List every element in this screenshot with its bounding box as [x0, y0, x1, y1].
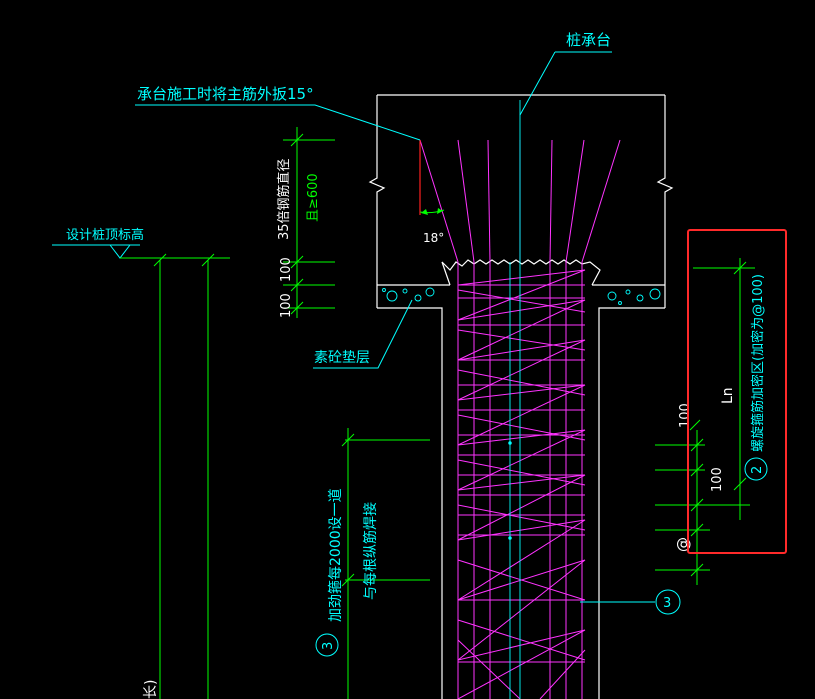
anchorage-dimension [283, 127, 335, 318]
spiral-number: 2 [750, 466, 765, 474]
dim-lower-group: 100 [279, 293, 294, 318]
stiffener-dimension [341, 428, 430, 699]
anchorage-text-2: 且≥600 [306, 173, 321, 222]
stiffener-text-group-2: 与每根纵筋焊接 [362, 502, 379, 600]
stiffener-text-group-1: 加劲箍每2000设一道 [327, 488, 344, 622]
cut-off-group: 长) [143, 680, 159, 699]
leader-lines [135, 51, 655, 603]
spiral-dimension [655, 258, 755, 585]
concrete-cushion-label: 素砼垫层 [314, 350, 370, 366]
dim-100-lower: 100 [279, 293, 294, 318]
rebar-bend-note: 承台施工时将主筋外扳15° [137, 85, 314, 103]
pile-cap-label: 桩承台 [566, 31, 611, 49]
spiral-text: 螺旋箍筋加密区(加密为@100) [750, 274, 766, 452]
cushion-layer-hatch [382, 287, 661, 305]
dim-100-upper: 100 [279, 257, 294, 282]
pile-centerline [508, 100, 521, 699]
stiffener-text-1: 加劲箍每2000设一道 [327, 488, 344, 622]
spiral-text-group: 螺旋箍筋加密区(加密为@100) [750, 274, 766, 452]
pile-top-elevation-label: 设计桩顶标高 [66, 227, 144, 243]
dim-100-right-a: 100 [678, 403, 693, 428]
at-symbol: @ [674, 537, 692, 552]
anchorage-text-group-2: 且≥600 [306, 173, 321, 222]
callout-3-circle [655, 589, 681, 615]
callout-3-text: 3 [663, 596, 671, 611]
cut-off-text: 长) [143, 680, 159, 699]
dim-right-b-group: 100 [710, 467, 725, 492]
spiral-number-circle [744, 457, 768, 481]
stiffener-number: 3 [321, 642, 336, 650]
pile-cap-outline [368, 94, 674, 699]
anchorage-text-1: 35倍钢筋直径 [276, 158, 292, 240]
stiffener-text-2: 与每根纵筋焊接 [362, 502, 379, 600]
dim-upper-group: 100 [279, 257, 294, 282]
stiffener-number-circle [315, 633, 339, 657]
spiral-number-group: 2 [750, 466, 765, 474]
angle-label: 18° [423, 231, 444, 245]
pile-top-elevation [52, 244, 230, 699]
stiffener-number-group: 3 [321, 642, 336, 650]
highlight-box [687, 229, 787, 554]
angle-marker: 18° [419, 140, 444, 245]
anchorage-text-group: 35倍钢筋直径 [276, 158, 292, 240]
ln-group: Ln [720, 387, 736, 404]
ln-label: Ln [720, 387, 736, 404]
dim-right-a-group: 100 [678, 403, 693, 428]
at-symbol-group: @ [674, 537, 692, 552]
pile-cage [457, 262, 586, 699]
dim-100-right-b: 100 [710, 467, 725, 492]
